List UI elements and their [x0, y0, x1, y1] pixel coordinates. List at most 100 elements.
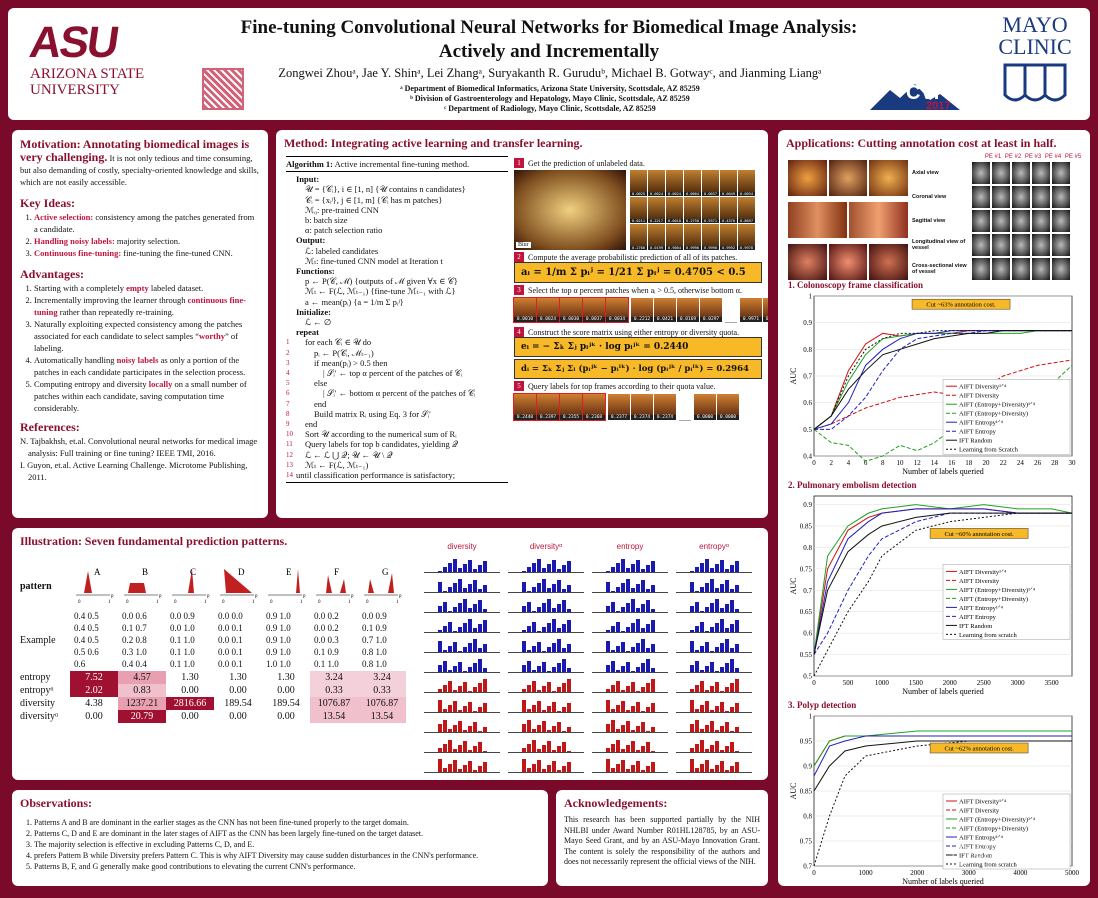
y-tick-label: 0.55 — [800, 651, 813, 659]
hist-bar — [625, 721, 630, 732]
hist-bar — [699, 764, 704, 772]
hist-bar — [689, 641, 694, 652]
hist-cell — [424, 696, 500, 713]
algorithm-line-text: end — [305, 419, 318, 430]
legend-label: AIFT (Entropy+Diversity)¹ᐟ⁴ — [959, 402, 1036, 409]
hist-bar — [689, 748, 694, 752]
legend-box — [942, 378, 1071, 455]
grid-patch: 0.8697 — [738, 197, 755, 223]
hist-bar — [694, 685, 699, 692]
score-cell: 4.57 — [118, 671, 166, 684]
hist-bar — [447, 670, 452, 672]
hist-bar — [482, 703, 487, 712]
x-tick-label: 16 — [948, 459, 956, 467]
x-tick-label: 1000 — [859, 869, 874, 877]
hist-bar — [630, 765, 635, 772]
hist-bar — [556, 746, 561, 752]
y-tick-label: 0.8 — [803, 544, 812, 552]
hist-bar — [457, 710, 462, 712]
hist-bar — [709, 579, 714, 592]
app-chart-title: 2. Pulmonary embolism detection — [788, 480, 917, 490]
hist-bar — [536, 749, 541, 752]
hist-bar — [635, 667, 640, 672]
hist-bar — [561, 648, 566, 652]
algorithm-line-number — [286, 327, 296, 337]
algorithm-box: Algorithm 1: Active incremental fine-tun… — [286, 156, 508, 484]
hist-bar — [467, 750, 472, 752]
hist-bar — [620, 690, 625, 692]
y-tick-label: 0.9 — [803, 763, 812, 771]
advantage-keyword: empty — [126, 283, 149, 293]
pe-thumb — [1012, 210, 1030, 232]
annotation-box — [929, 742, 1029, 754]
hist-bar — [556, 580, 561, 592]
applications-title: Applications: — [786, 136, 855, 150]
grid-patch: 0.0199 — [648, 224, 665, 250]
algorithm-line: b: batch size — [286, 215, 508, 225]
legend-label: Learning from Scratch — [959, 447, 1019, 454]
title-line1: Fine-tuning Convolutional Neural Network… — [240, 17, 858, 38]
hist-bar — [699, 611, 704, 612]
hist-bar — [556, 639, 561, 652]
hist-bar — [694, 744, 699, 752]
hist-bar — [694, 650, 699, 652]
hist-bar — [709, 721, 714, 732]
algorithm-line-text: ℳₜ ← F(ℒ, ℳₜ₋₁) {fine-tune ℳₜ₋₁ with ℒ} — [305, 286, 456, 297]
step-text: Construct the score matrix using either … — [528, 327, 740, 337]
hist-bar — [482, 561, 487, 572]
y-tick-label: 0.4 — [803, 453, 812, 461]
x-tick-label: 26 — [1034, 459, 1042, 467]
x-tick-label: 4 — [847, 459, 851, 467]
hist-bar — [472, 580, 477, 592]
poster-title: Fine-tuning Convolutional Neural Network… — [0, 16, 1098, 64]
hist-bar — [699, 740, 704, 752]
score-cell: 1076.87 — [310, 697, 358, 710]
algorithm-line-number — [286, 225, 296, 235]
hist-bar — [610, 602, 615, 612]
hist-bar — [605, 689, 610, 692]
hist-bar — [531, 729, 536, 732]
hist-bar — [531, 764, 536, 772]
hist-bar — [635, 643, 640, 652]
hist-bar — [477, 766, 482, 772]
pattern-axis-p: p — [303, 594, 306, 599]
hist-bar — [526, 661, 531, 672]
hist-bar — [482, 751, 487, 752]
pattern-axis-0: 0 — [222, 600, 225, 605]
hist-bar — [699, 646, 704, 652]
hist-bar — [635, 584, 640, 592]
hist-bar — [566, 585, 571, 592]
hist-cell — [676, 576, 752, 593]
pe-thumb — [1052, 210, 1070, 232]
hist-bar — [605, 630, 610, 632]
colonoscopy-image-row — [788, 160, 909, 196]
pattern-axis-p: p — [255, 594, 258, 599]
hist-bar — [521, 571, 526, 572]
hist-cell — [592, 656, 668, 673]
grid-patch: 0.9064 — [666, 224, 683, 250]
grid-patch-score: 0.0004 — [684, 192, 701, 196]
hist-bar — [640, 580, 645, 592]
hist-bar — [551, 608, 556, 612]
algorithm-line-text: repeat — [296, 327, 319, 338]
patch-thumb: 0.2374 — [654, 394, 676, 420]
hist-bar — [467, 667, 472, 672]
hist-bar — [635, 560, 640, 572]
advantage-keyword: continuous fine-tuning — [34, 295, 246, 317]
pe-thumb — [1052, 234, 1070, 256]
hist-bar — [640, 663, 645, 672]
pattern-curve — [176, 569, 204, 593]
hist-bar — [620, 631, 625, 632]
hist-bar — [467, 702, 472, 712]
patch-score: 0.2368 — [583, 415, 605, 420]
hist-bar — [526, 685, 531, 692]
hist-bar — [442, 650, 447, 652]
algorithm-lines: Input:𝒰 = {𝒞ᵢ}, i ∈ [1, n] {𝒰 contains n… — [286, 172, 508, 482]
